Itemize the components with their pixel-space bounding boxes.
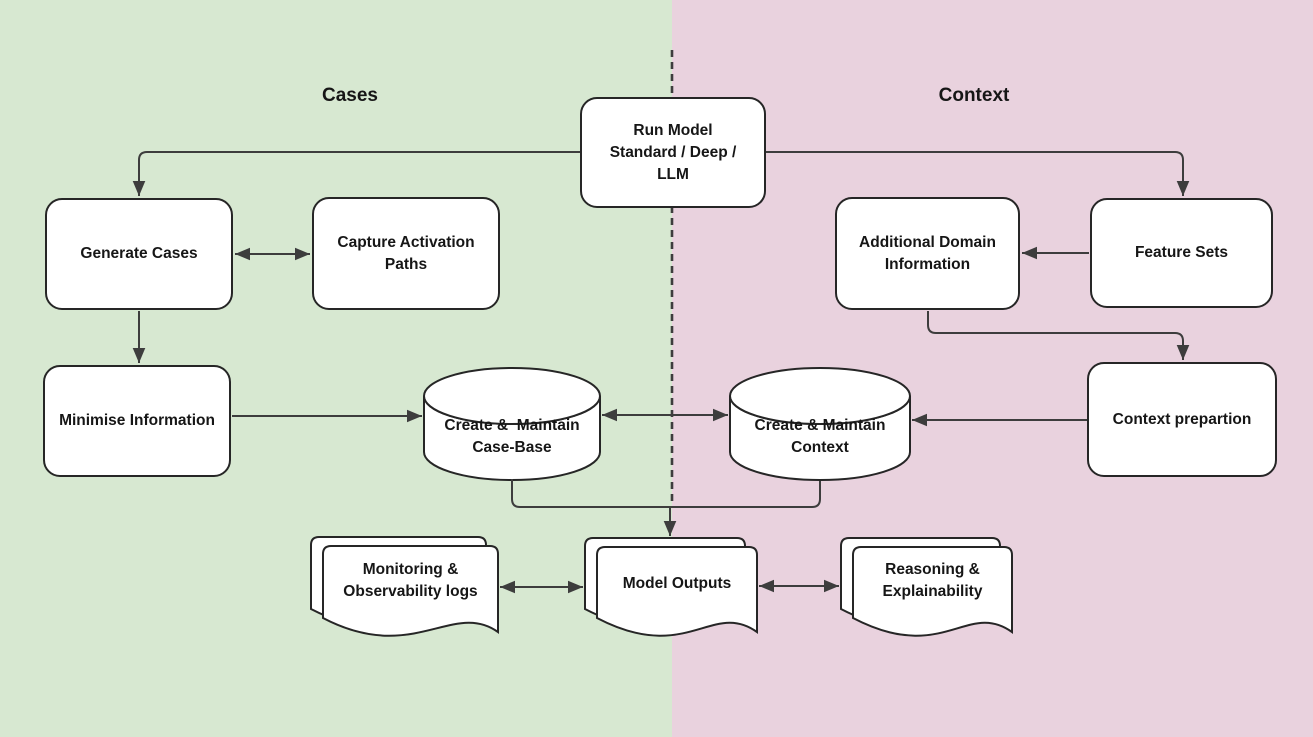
model-outputs-document-shape xyxy=(584,537,758,637)
reasoning-document-shape xyxy=(840,537,1013,637)
context-cylinder-shape xyxy=(729,367,911,481)
node-run-model: Run Model Standard / Deep / LLM xyxy=(580,97,766,208)
edge-additionaldomain-to-contextpreparation xyxy=(927,311,1190,360)
edge-casebase-to-junction xyxy=(511,479,670,508)
cases-section-title: Cases xyxy=(322,85,378,106)
context-section-title: Context xyxy=(938,85,1010,106)
node-minimise-information: Minimise Information xyxy=(43,365,231,477)
node-capture-activation-paths: Capture Activation Paths xyxy=(312,197,500,310)
node-generate-cases: Generate Cases xyxy=(45,198,233,310)
edge-runmodel-to-featuresets xyxy=(766,151,1190,196)
edge-contextstore-to-junction xyxy=(670,481,821,508)
edge-runmodel-to-generatecases xyxy=(132,151,580,196)
node-context-preparation: Context prepartion xyxy=(1087,362,1277,477)
case-base-cylinder-shape xyxy=(423,367,601,481)
monitoring-logs-document-shape xyxy=(310,536,499,637)
node-feature-sets: Feature Sets xyxy=(1090,198,1273,308)
node-additional-domain-information: Additional Domain Information xyxy=(835,197,1020,310)
